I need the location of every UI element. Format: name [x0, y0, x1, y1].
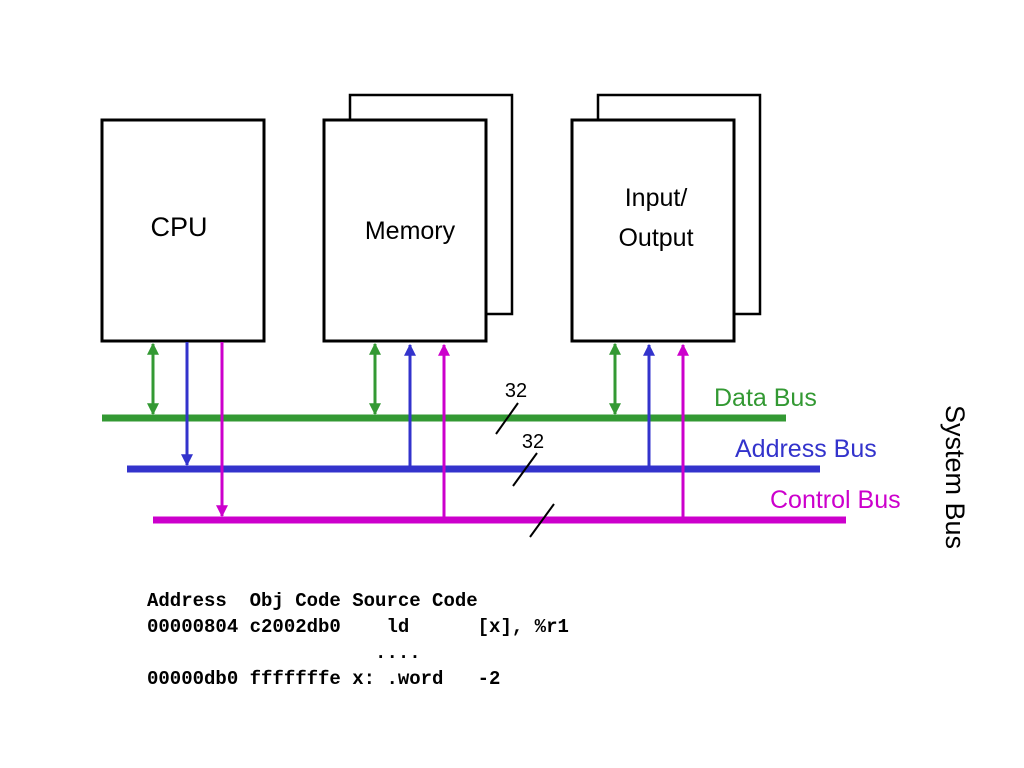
control-bus-label: Control Bus: [770, 486, 901, 514]
address-bus-label: Address Bus: [735, 435, 877, 463]
address-bus-width-label: 32: [522, 431, 544, 453]
io-box: [570, 118, 736, 343]
cpu-box: [100, 118, 266, 343]
memory-label: Memory: [365, 217, 456, 245]
cpu-label: CPU: [150, 212, 207, 242]
listing-header: Address Obj Code Source Code: [147, 590, 478, 612]
system-bus-label: System Bus: [940, 405, 970, 549]
memory-box-back: [348, 93, 514, 316]
io-box-back: [596, 93, 762, 316]
control-bus-width-slash: [529, 503, 555, 538]
data-bus-label: Data Bus: [714, 384, 817, 412]
io-label-line2: Output: [618, 224, 693, 252]
listing-row: 00000804 c2002db0 ld [x], %r1: [147, 616, 569, 638]
assembly-listing: Address Obj Code Source Code 00000804 c2…: [147, 588, 569, 692]
listing-row: ....: [147, 642, 421, 664]
data-bus-width-slash: [495, 402, 519, 435]
memory-box: [322, 118, 488, 343]
io-label-line1: Input/: [625, 184, 688, 212]
address-bus-width-slash: [512, 452, 538, 487]
listing-row: 00000db0 fffffffe x: .word -2: [147, 668, 501, 690]
data-bus-width-label: 32: [505, 380, 527, 402]
